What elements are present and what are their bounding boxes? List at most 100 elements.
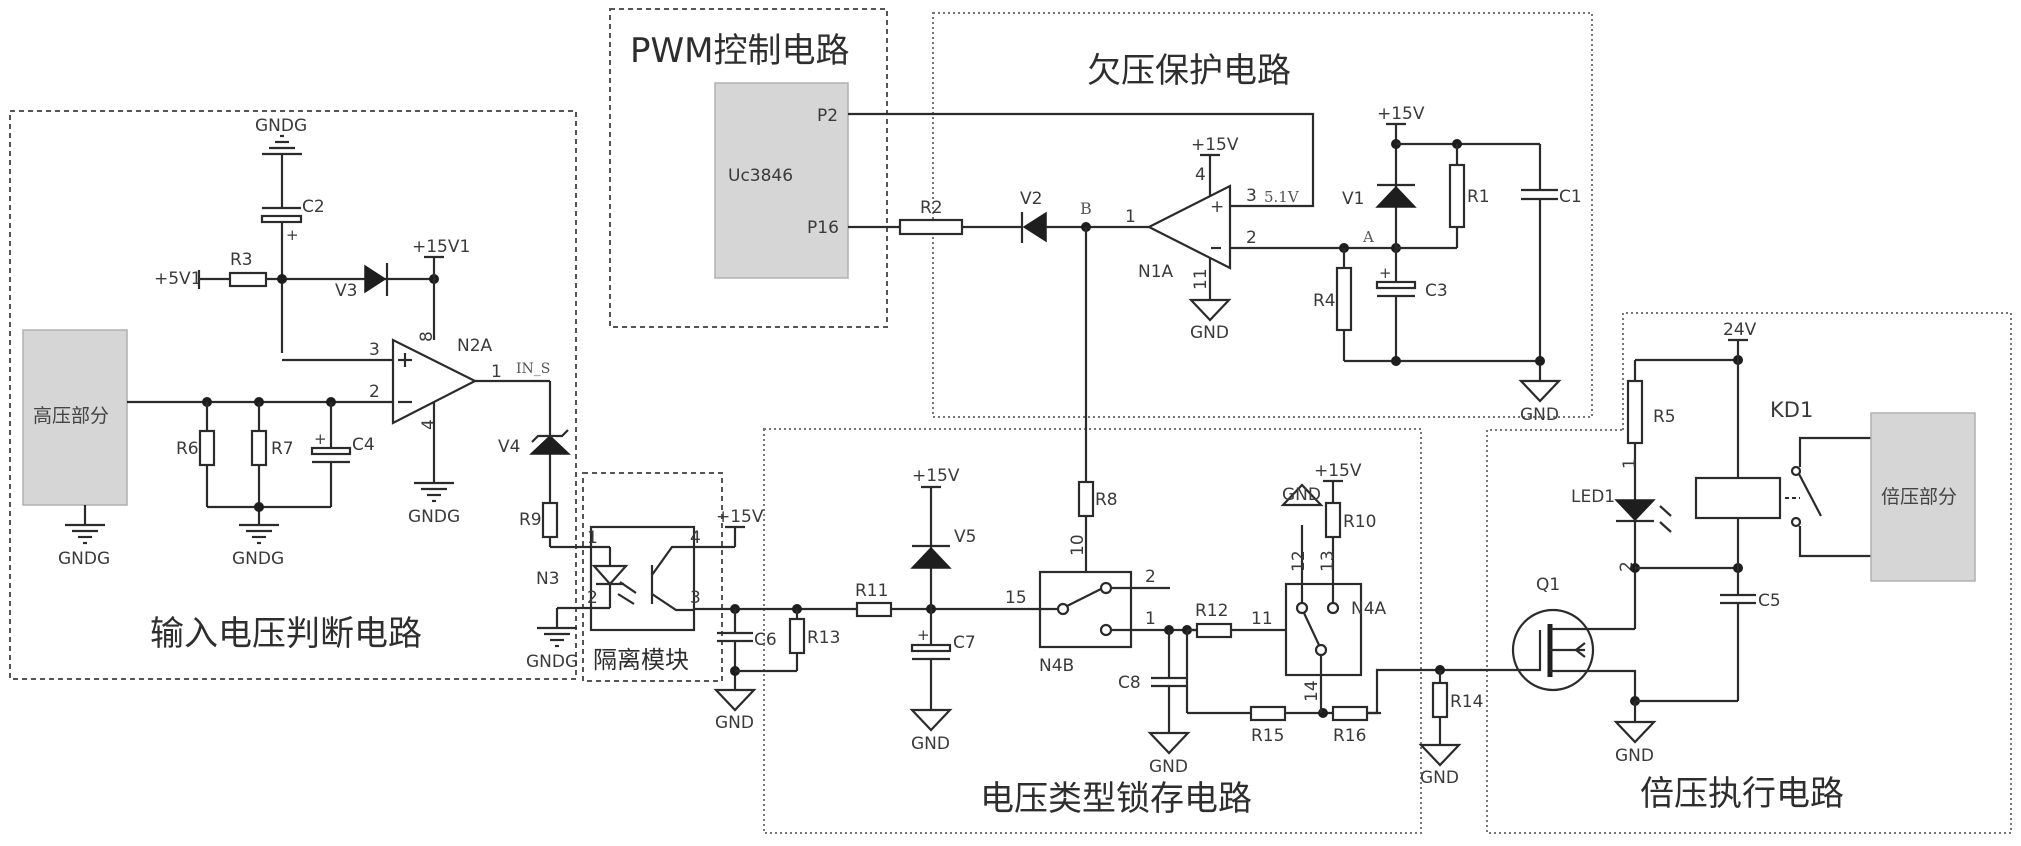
svg-text:+15V1: +15V1 [412, 237, 470, 257]
svg-text:GND: GND [715, 713, 754, 733]
svg-text:+15V: +15V [716, 507, 764, 527]
svg-text:1: 1 [1125, 207, 1136, 227]
svg-text:C4: C4 [352, 435, 375, 455]
svg-text:R14: R14 [1450, 692, 1483, 712]
r13-resistor [788, 617, 806, 655]
svg-text:11: 11 [1251, 609, 1273, 629]
svg-text:+: + [286, 226, 299, 244]
svg-text:GNDG: GNDG [232, 549, 284, 569]
svg-text:13: 13 [1318, 550, 1338, 572]
c4-capacitor [310, 446, 352, 456]
svg-text:1: 1 [1145, 609, 1156, 629]
v1-diode [1375, 185, 1417, 208]
r1-resistor [1448, 163, 1466, 229]
svg-text:4: 4 [690, 528, 701, 548]
svg-text:R2: R2 [920, 198, 943, 218]
high-voltage-box [22, 329, 128, 506]
r5-resistor [1626, 379, 1644, 445]
svg-text:R13: R13 [807, 628, 840, 648]
svg-text:V1: V1 [1342, 189, 1364, 209]
svg-text:C2: C2 [302, 197, 325, 217]
svg-text:R16: R16 [1333, 726, 1366, 746]
r10-resistor [1324, 501, 1342, 539]
pwm-title: PWM控制电路 [630, 31, 849, 71]
v3-diode [364, 264, 387, 294]
n1a-label: N1A [1138, 262, 1174, 282]
svg-text:R8: R8 [1095, 490, 1118, 510]
r4-resistor [1335, 266, 1353, 332]
p24v-label: 24V [1723, 320, 1757, 340]
r6-resistor [198, 429, 216, 467]
svg-text:+15V: +15V [1377, 104, 1425, 124]
in-s-net-label: IN_S [516, 361, 550, 377]
ref-5v1-label: 5.1V [1264, 188, 1300, 206]
svg-text:GND: GND [1282, 485, 1321, 505]
execute-title: 倍压执行电路 [1640, 774, 1844, 814]
svg-text:+15V: +15V [1314, 461, 1362, 481]
undervoltage-circuit: V2 B 1 + +15V 4 GND 11 N1A 3 5.1V 2 A R4… [1020, 104, 1582, 484]
c3-capacitor [1375, 280, 1417, 290]
svg-text:N3: N3 [536, 569, 560, 589]
svg-text:+15V: +15V [1191, 135, 1239, 155]
svg-text:8: 8 [417, 331, 437, 342]
v2-diode [1022, 211, 1047, 243]
undervoltage-boundary [932, 12, 1593, 418]
optocoupler-n3: 1 2 3 4 +15V [587, 507, 764, 632]
p5v1-label: +5V1 [154, 269, 202, 289]
svg-text:4: 4 [1195, 165, 1206, 185]
svg-text:1: 1 [1620, 458, 1640, 469]
svg-text:C5: C5 [1758, 591, 1781, 611]
svg-text:3: 3 [369, 340, 380, 360]
pin-p16-label: P16 [807, 218, 839, 238]
svg-text:+15V: +15V [912, 466, 960, 486]
svg-text:R11: R11 [855, 581, 888, 601]
c7-capacitor [910, 643, 952, 653]
svg-text:+: + [1379, 264, 1392, 282]
r15-resistor [1249, 705, 1287, 722]
r2-resistor [898, 218, 964, 236]
svg-text:GND: GND [1149, 757, 1188, 777]
svg-text:1: 1 [491, 362, 502, 382]
svg-text:4: 4 [419, 419, 439, 430]
r7-resistor [250, 429, 268, 467]
voltage-doubler-label: 倍压部分 [1881, 486, 1957, 508]
pwm-boundary [609, 8, 888, 328]
input-judge-circuit: 高压部分 GNDG R6 R7 + C4 GNDG GNDG C2 [22, 116, 610, 672]
svg-text:GNDG: GNDG [255, 116, 307, 136]
v5-diode [910, 546, 952, 569]
svg-text:2: 2 [1617, 561, 1637, 572]
kd1-relay-coil [1694, 476, 1782, 520]
pwm-circuit: Uc3846 P2 P16 R2 [714, 82, 1315, 279]
svg-text:14: 14 [1302, 680, 1322, 702]
undervoltage-title: 欠压保护电路 [1087, 51, 1291, 91]
svg-text:C1: C1 [1559, 187, 1582, 207]
svg-text:C7: C7 [953, 633, 976, 653]
v4-zener [529, 434, 571, 455]
svg-text:R1: R1 [1467, 187, 1490, 207]
isolation-boundary [582, 472, 723, 682]
execute-boundary [1486, 312, 2012, 834]
svg-text:V2: V2 [1020, 189, 1042, 209]
execute-circuit: R14 GND Q1 GND R5 1 LED1 2 2 [1419, 320, 1976, 788]
svg-text:V4: V4 [498, 437, 520, 457]
gndg-ground-icon [63, 523, 107, 545]
led1-icon [1614, 499, 1656, 522]
svg-text:LED1: LED1 [1571, 487, 1615, 507]
svg-text:R5: R5 [1653, 407, 1676, 427]
pin-p2-label: P2 [817, 106, 838, 126]
r11-resistor [855, 601, 893, 618]
r3-resistor [228, 271, 268, 288]
voltage-doubler-box [1870, 412, 1976, 582]
svg-text:2: 2 [587, 588, 598, 608]
svg-text:GND: GND [1190, 323, 1229, 343]
r12-resistor [1195, 622, 1233, 639]
svg-text:R12: R12 [1195, 601, 1228, 621]
r16-resistor [1331, 705, 1369, 722]
isolation-title: 隔离模块 [593, 646, 689, 674]
r14-resistor [1431, 681, 1449, 719]
svg-text:GND: GND [1520, 405, 1559, 425]
uc3846-chip [714, 82, 849, 279]
svg-text:V3: V3 [335, 281, 357, 301]
high-voltage-label: 高压部分 [33, 405, 109, 427]
svg-text:R6: R6 [176, 439, 199, 459]
